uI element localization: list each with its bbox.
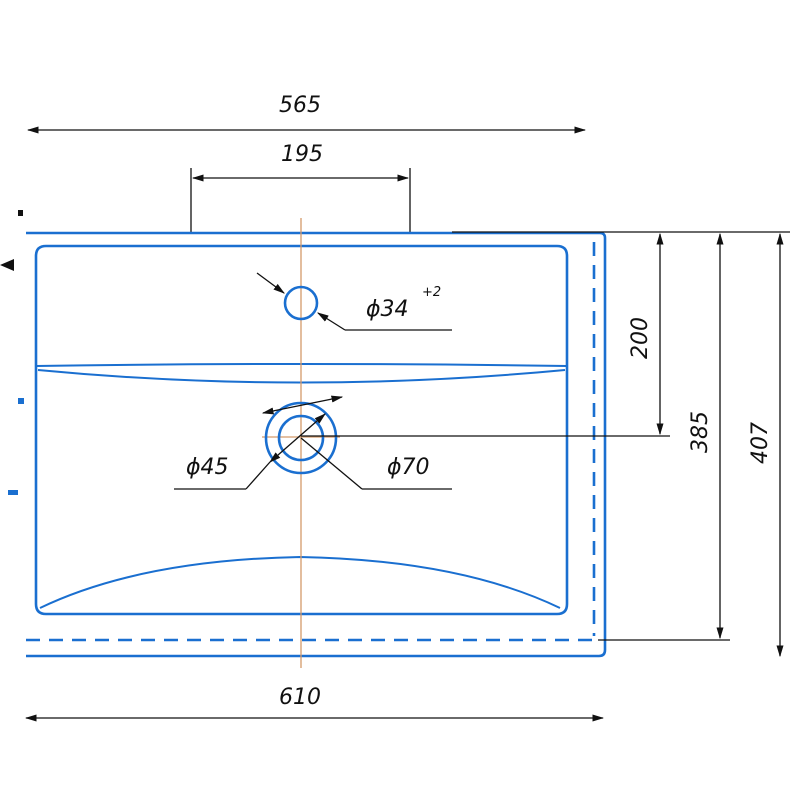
dim-label-610: 610 bbox=[279, 685, 321, 710]
dim-leader-tap-hole-2 bbox=[317, 312, 346, 331]
dim-label-drain-outer: ϕ70 bbox=[387, 455, 430, 480]
dim-label-tap-tolerance: +2 bbox=[422, 285, 441, 300]
dim-label-565: 565 bbox=[279, 93, 321, 118]
left-edge-mark bbox=[18, 210, 23, 216]
left-edge-mark bbox=[18, 398, 24, 404]
dim-leader-drain-inner bbox=[269, 413, 326, 463]
dim-leader-drain-inner-2 bbox=[245, 461, 271, 490]
dim-label-385: 385 bbox=[688, 411, 713, 453]
dim-label-tap-hole: ϕ34 bbox=[366, 297, 409, 322]
dim-leader-drain-outer-2 bbox=[300, 437, 363, 490]
sink-bowl-outline bbox=[34, 244, 569, 616]
left-edge-mark bbox=[8, 490, 18, 495]
sink-outer-contour bbox=[26, 231, 607, 658]
dim-label-407: 407 bbox=[748, 422, 773, 464]
bowl-back-curve bbox=[39, 555, 561, 609]
tap-hole bbox=[283, 285, 319, 321]
left-edge-arrow bbox=[0, 259, 14, 271]
dim-label-195: 195 bbox=[281, 142, 323, 167]
dim-label-200: 200 bbox=[628, 317, 653, 359]
dim-leader-tap-hole bbox=[256, 272, 285, 294]
dim-label-drain-inner: ϕ45 bbox=[186, 455, 229, 480]
dim-leader-drain-outer bbox=[261, 395, 344, 415]
